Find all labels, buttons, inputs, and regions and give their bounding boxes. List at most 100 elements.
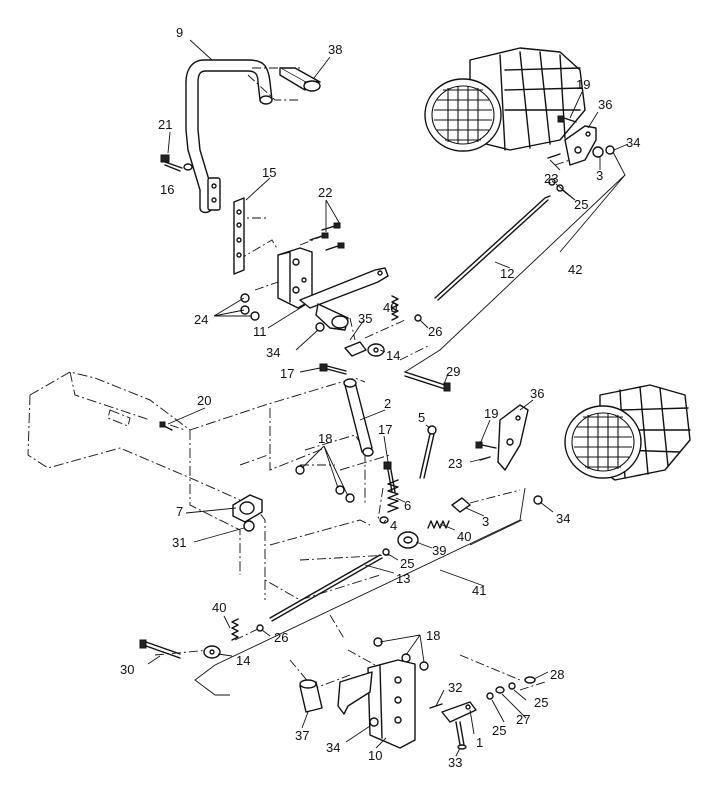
callout-40: 40 xyxy=(212,600,226,615)
nuts-25-upper xyxy=(548,178,564,192)
washer-4 xyxy=(379,516,389,524)
bolt-30 xyxy=(139,639,181,659)
callout-34: 34 xyxy=(626,135,640,150)
nuts-18-middle xyxy=(295,465,355,503)
callout-36: 36 xyxy=(530,386,544,401)
callout-26: 26 xyxy=(428,324,442,339)
callout-5: 5 xyxy=(418,410,425,425)
bolt-20 xyxy=(159,421,173,431)
bolt-33 xyxy=(455,721,467,750)
washer-27 xyxy=(495,686,505,694)
callout-leaders xyxy=(147,39,629,757)
nut-26-upper xyxy=(414,314,422,322)
lower-bracket-10 xyxy=(337,659,416,749)
nuts-24 xyxy=(240,293,260,321)
bolt-19-upper xyxy=(557,115,577,123)
callout-16: 16 xyxy=(160,182,174,197)
callout-34: 34 xyxy=(556,511,570,526)
washer-16 xyxy=(183,163,193,171)
bushing-31 xyxy=(243,520,255,532)
callout-34: 34 xyxy=(326,740,340,755)
callout-25: 25 xyxy=(574,197,588,212)
spring-40-middle xyxy=(427,520,450,529)
knob-39 xyxy=(397,531,419,549)
callout-2: 2 xyxy=(384,396,391,411)
callout-17: 17 xyxy=(378,422,392,437)
callout-18: 18 xyxy=(426,628,440,643)
callout-31: 31 xyxy=(172,535,186,550)
callout-41: 41 xyxy=(472,583,486,598)
nut-34-right-upper xyxy=(605,145,615,155)
callout-39: 39 xyxy=(432,543,446,558)
callout-19: 19 xyxy=(576,77,590,92)
callout-22: 22 xyxy=(318,185,332,200)
bolt-19-lower xyxy=(475,441,497,449)
callout-7: 7 xyxy=(176,504,183,519)
bolt-17-upper xyxy=(319,363,347,375)
spacer-35 xyxy=(344,341,367,357)
spring-6 xyxy=(387,479,399,513)
callout-3: 3 xyxy=(482,514,489,529)
screw-23-upper xyxy=(547,153,561,159)
callout-19: 19 xyxy=(484,406,498,421)
damper-2 xyxy=(343,378,374,457)
bolt-17-lower xyxy=(383,461,396,493)
callout-25: 25 xyxy=(534,695,548,710)
callout-28: 28 xyxy=(550,667,564,682)
pump-arm-36-lower xyxy=(497,404,529,471)
callout-13: 13 xyxy=(396,571,410,586)
nut-26-lower xyxy=(256,624,264,632)
mower-frame-outline xyxy=(27,371,391,601)
callout-11: 11 xyxy=(253,324,267,339)
callout-40: 40 xyxy=(383,300,397,315)
callout-36: 36 xyxy=(598,97,612,112)
callout-23: 23 xyxy=(544,171,558,186)
callout-42: 42 xyxy=(568,262,582,277)
nut-34-upper xyxy=(315,322,325,332)
callout-6: 6 xyxy=(404,498,411,513)
lever-1 xyxy=(441,701,477,723)
nut-25-lower-a xyxy=(486,692,494,700)
spacer-3-lower xyxy=(451,497,471,513)
pivot-arm-11 xyxy=(299,267,389,331)
callout-37: 37 xyxy=(295,728,309,743)
bolt-29 xyxy=(404,371,451,392)
callout-26: 26 xyxy=(274,630,288,645)
callout-40: 40 xyxy=(457,529,471,544)
callout-14: 14 xyxy=(386,348,400,363)
callout-30: 30 xyxy=(120,662,134,677)
callout-4: 4 xyxy=(390,518,397,533)
hydraulic-pump-upper xyxy=(424,47,586,152)
callout-20: 20 xyxy=(197,393,211,408)
nut-25-lower-b xyxy=(508,682,516,690)
callout-3: 3 xyxy=(596,168,603,183)
callout-27: 27 xyxy=(516,712,530,727)
spring-40-lower xyxy=(231,618,239,641)
assembly-lines xyxy=(154,67,626,696)
nut-25-middle xyxy=(382,548,390,556)
callout-34: 34 xyxy=(266,345,280,360)
callout-32: 32 xyxy=(448,680,462,695)
callout-17: 17 xyxy=(280,366,294,381)
callout-25: 25 xyxy=(492,723,506,738)
control-handle-9 xyxy=(185,59,273,214)
callout-1: 1 xyxy=(476,735,483,750)
washer-28 xyxy=(524,676,536,684)
callout-15: 15 xyxy=(262,165,276,180)
hydraulic-pump-lower xyxy=(564,384,691,481)
callout-14: 14 xyxy=(236,653,250,668)
callout-23: 23 xyxy=(448,456,462,471)
ball-joint-14-upper xyxy=(367,343,385,357)
nut-34-lower xyxy=(369,717,379,727)
bushing-37 xyxy=(299,679,323,713)
callout-18: 18 xyxy=(318,431,332,446)
callout-33: 33 xyxy=(448,755,462,770)
control-rod-13 xyxy=(269,554,383,622)
bearing-flange-7 xyxy=(232,494,263,523)
pump-arm-36-upper xyxy=(564,125,597,166)
callout-12: 12 xyxy=(500,266,514,281)
ball-joint-14-lower xyxy=(203,645,221,659)
handle-mount-bar-15 xyxy=(233,197,245,275)
bolt-21 xyxy=(160,154,183,172)
